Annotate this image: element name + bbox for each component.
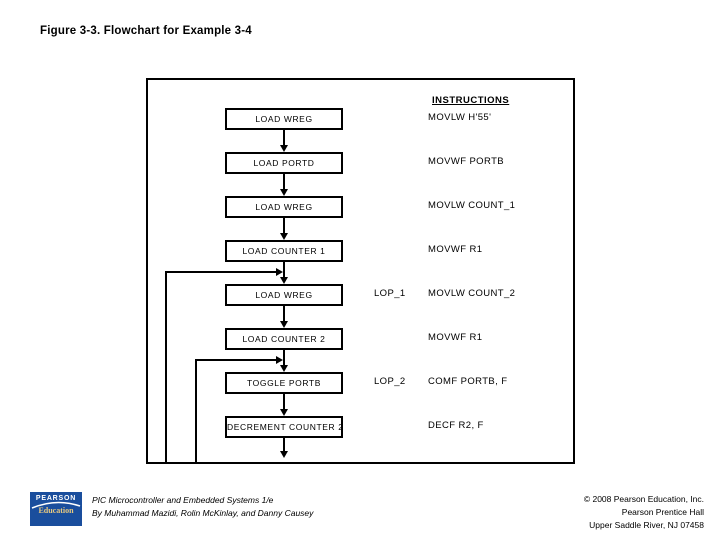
loop2-feedback-line [195,360,197,462]
instruction-text: MOVLW COUNT_1 [428,200,516,211]
instruction-row: LOP_2 COMF PORTB, F [374,376,578,387]
instruction-text: MOVWF PORTB [428,156,505,167]
instruction-row: DECF R2, F [428,420,578,431]
down-arrow-icon [280,438,288,458]
instruction-text: DECF R2, F [428,420,484,431]
instruction-row: MOVLW H'55' [428,112,578,123]
flow-box-decrement-counter2: DECREMENT COUNTER 2 [225,416,343,438]
down-arrow-icon [280,174,288,196]
flow-box-load-portd: LOAD PORTD [225,152,343,174]
flow-box-load-wreg-2: LOAD WREG [225,196,343,218]
down-arrow-icon [280,218,288,240]
instruction-text: MOVWF R1 [428,332,483,343]
down-arrow-icon [280,350,288,372]
down-arrow-icon [280,306,288,328]
logo-swoosh-icon [31,501,81,509]
instruction-row: MOVLW COUNT_1 [428,200,578,211]
flow-box-load-counter-2: LOAD COUNTER 2 [225,328,343,350]
instruction-text: MOVLW COUNT_2 [428,288,516,299]
flowchart-frame: LOAD WREG LOAD PORTD LOAD WREG LOAD COUN… [146,78,575,464]
instruction-label-lop1: LOP_1 [374,288,406,299]
book-authors-line: By Muhammad Mazidi, Rolin McKinlay, and … [92,508,314,518]
pearson-logo-division: Education [38,506,74,515]
instructions-header: INSTRUCTIONS [432,95,510,106]
down-arrow-icon [280,130,288,152]
flow-box-load-counter-1: LOAD COUNTER 1 [225,240,343,262]
book-title-line: PIC Microcontroller and Embedded Systems… [92,495,274,505]
figure-title: Figure 3-3. Flowchart for Example 3-4 [40,25,252,37]
pearson-logo: PEARSON Education [30,492,82,526]
down-arrow-icon [280,394,288,416]
instruction-text: MOVWF R1 [428,244,483,255]
copyright-block: © 2008 Pearson Education, Inc. Pearson P… [584,493,704,532]
instruction-row: MOVWF R1 [428,332,578,343]
flow-box-load-wreg-1: LOAD WREG [225,108,343,130]
instruction-row: MOVWF R1 [428,244,578,255]
address-line: Upper Saddle River, NJ 07458 [589,520,704,530]
instruction-text: MOVLW H'55' [428,112,492,123]
loop1-arrow-icon [165,268,283,276]
flow-box-load-wreg-3: LOAD WREG [225,284,343,306]
down-arrow-icon [280,262,288,284]
loop2-arrow-icon [195,356,283,364]
publisher-line: Pearson Prentice Hall [621,507,704,517]
instruction-label-lop2: LOP_2 [374,376,406,387]
instruction-row: LOP_1 MOVLW COUNT_2 [374,288,578,299]
pearson-logo-brand: PEARSON [35,495,77,502]
book-credit: PIC Microcontroller and Embedded Systems… [92,494,313,520]
instruction-text: COMF PORTB, F [428,376,508,387]
instruction-row: MOVWF PORTB [428,156,578,167]
loop1-feedback-line [165,272,167,462]
flow-box-toggle-portb: TOGGLE PORTB [225,372,343,394]
copyright-line: © 2008 Pearson Education, Inc. [583,494,704,504]
